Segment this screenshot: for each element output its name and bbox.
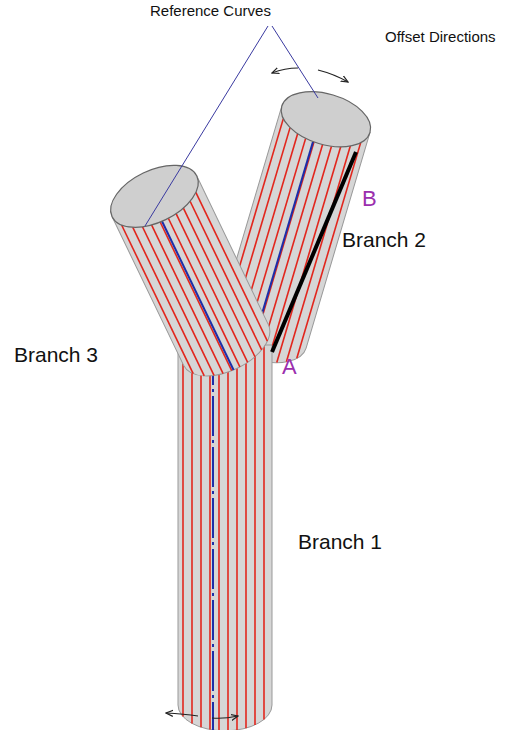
leader-line — [145, 26, 268, 226]
offset-curve — [200, 345, 202, 727]
offset-curve — [263, 345, 265, 719]
offset-curve — [286, 146, 350, 362]
branch-label: Branch 2 — [342, 228, 426, 252]
offset-curve — [176, 214, 248, 363]
offset-curve — [168, 218, 240, 367]
branch-label: Branch 1 — [298, 530, 382, 554]
tube-cap — [101, 153, 208, 240]
tube-body — [178, 345, 272, 730]
branch-tube — [101, 153, 280, 389]
offset-curve — [183, 208, 255, 357]
reference-curve — [212, 345, 214, 730]
point-label: B — [362, 186, 377, 212]
branch-label: Branch 3 — [14, 343, 98, 367]
offset-curve — [218, 345, 220, 730]
offset-curve — [254, 345, 256, 725]
offset-curve — [268, 146, 332, 362]
offset-arrow — [318, 70, 348, 82]
edge-line — [272, 152, 356, 352]
offset-curve — [182, 345, 184, 717]
offset-curve — [227, 345, 229, 730]
offset-curve — [190, 201, 262, 350]
offset-curve — [236, 345, 238, 730]
branch-tube — [178, 345, 272, 730]
callout-label: Offset Directions — [385, 28, 496, 45]
reference-curve — [162, 221, 234, 370]
tube-cap — [275, 82, 378, 157]
offset-arrow — [166, 713, 198, 716]
offset-curve — [196, 192, 268, 341]
point-label: A — [282, 354, 297, 380]
offset-curve — [277, 147, 341, 363]
offset-curve — [209, 345, 211, 729]
offset-curve — [191, 345, 193, 723]
offset-curve — [245, 345, 247, 728]
offset-arrow — [272, 68, 298, 73]
offset-arrow — [212, 716, 238, 718]
callout-label: Reference Curves — [150, 2, 271, 19]
leader-line — [272, 26, 318, 98]
